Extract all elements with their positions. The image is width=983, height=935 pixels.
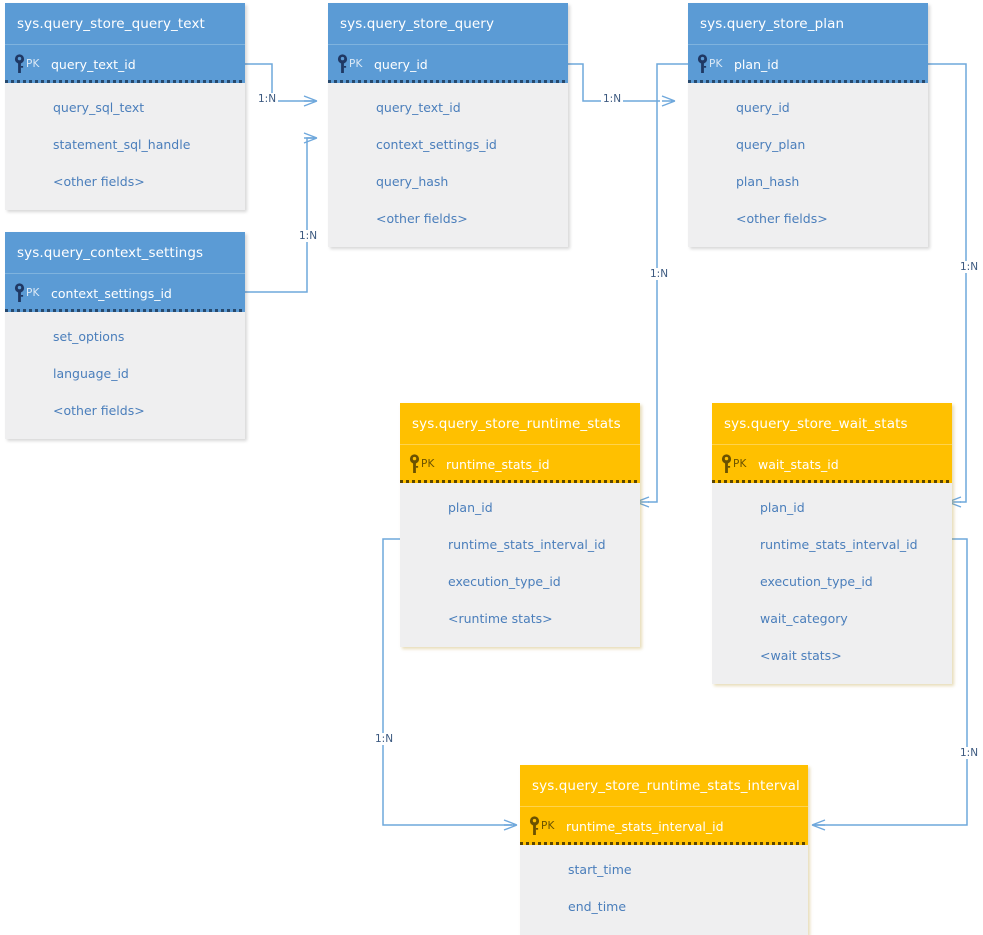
entity-fields: start_time end_time <box>520 845 808 935</box>
cardinality-label-context-settings-query: 1:N <box>297 230 320 242</box>
entity-query-context-settings[interactable]: sys.query_context_settings PK context_se… <box>5 232 245 439</box>
key-icon-wrap: PK <box>520 816 566 836</box>
cardinality-label-query-text-query: 1:N <box>256 93 279 105</box>
key-icon <box>14 54 25 74</box>
pk-label: PK <box>541 820 555 832</box>
cardinality-label-plan-wait-stats: 1:N <box>958 261 981 273</box>
entity-fields: plan_id runtime_stats_interval_id execut… <box>400 483 640 647</box>
key-icon-wrap: PK <box>5 283 51 303</box>
entity-title: sys.query_store_query <box>328 3 568 45</box>
pk-field-name: runtime_stats_interval_id <box>566 818 724 834</box>
connector-context-settings-to-query <box>245 132 318 293</box>
cardinality-label-interval-wait-stats: 1:N <box>958 747 981 759</box>
cardinality-label-plan-runtime-stats: 1:N <box>648 268 671 280</box>
pk-field-name: runtime_stats_id <box>446 456 550 472</box>
entity-query-store-wait-stats[interactable]: sys.query_store_wait_stats PK wait_stats… <box>712 403 952 684</box>
entity-title: sys.query_store_runtime_stats_interval <box>520 765 808 807</box>
entity-fields: set_options language_id <other fields> <box>5 312 245 439</box>
key-icon-wrap: PK <box>712 454 758 474</box>
pk-label: PK <box>26 287 40 299</box>
field-row: set_options <box>53 329 125 344</box>
cardinality-label-interval-runtime-stats: 1:N <box>373 733 396 745</box>
field-row: query_id <box>736 100 790 115</box>
entity-fields: query_sql_text statement_sql_handle <oth… <box>5 83 245 210</box>
field-row: end_time <box>568 899 627 914</box>
field-row: query_text_id <box>376 100 461 115</box>
connector-plan-to-runtime-stats <box>635 63 688 508</box>
pk-label: PK <box>26 58 40 70</box>
pk-separator <box>400 480 640 483</box>
entity-title: sys.query_store_runtime_stats <box>400 403 640 445</box>
key-icon-wrap: PK <box>400 454 446 474</box>
field-row: execution_type_id <box>760 574 873 589</box>
field-row: runtime_stats_interval_id <box>448 537 606 552</box>
pk-separator <box>712 480 952 483</box>
field-row: query_sql_text <box>53 100 145 115</box>
pk-label: PK <box>733 458 747 470</box>
field-row: <other fields> <box>736 211 828 226</box>
entity-primary-key-row[interactable]: PK plan_id <box>688 45 928 83</box>
pk-separator <box>688 80 928 83</box>
entity-query-store-query-text[interactable]: sys.query_store_query_text PK query_text… <box>5 3 245 210</box>
entity-primary-key-row[interactable]: PK query_id <box>328 45 568 83</box>
field-row: plan_hash <box>736 174 800 189</box>
field-row: plan_id <box>448 500 493 515</box>
entity-primary-key-row[interactable]: PK query_text_id <box>5 45 245 83</box>
pk-label: PK <box>421 458 435 470</box>
pk-separator <box>328 80 568 83</box>
field-row: context_settings_id <box>376 137 497 152</box>
field-row: wait_category <box>760 611 848 626</box>
pk-label: PK <box>349 58 363 70</box>
entity-fields: query_text_id context_settings_id query_… <box>328 83 568 247</box>
entity-primary-key-row[interactable]: PK context_settings_id <box>5 274 245 312</box>
entity-query-store-runtime-stats-interval[interactable]: sys.query_store_runtime_stats_interval P… <box>520 765 808 935</box>
field-row: query_plan <box>736 137 806 152</box>
entity-fields: query_id query_plan plan_hash <other fie… <box>688 83 928 247</box>
field-row: execution_type_id <box>448 574 561 589</box>
entity-title: sys.query_store_plan <box>688 3 928 45</box>
field-row: query_hash <box>376 174 449 189</box>
entity-query-store-query[interactable]: sys.query_store_query PK query_id query_… <box>328 3 568 247</box>
key-icon <box>14 283 25 303</box>
pk-separator <box>5 80 245 83</box>
cardinality-label-query-plan: 1:N <box>601 93 624 105</box>
entity-title: sys.query_store_wait_stats <box>712 403 952 445</box>
pk-field-name: query_id <box>374 56 428 72</box>
field-row: start_time <box>568 862 632 877</box>
entity-title: sys.query_context_settings <box>5 232 245 274</box>
key-icon <box>409 454 420 474</box>
entity-primary-key-row[interactable]: PK runtime_stats_id <box>400 445 640 483</box>
field-row: <other fields> <box>376 211 468 226</box>
pk-label: PK <box>709 58 723 70</box>
key-icon-wrap: PK <box>328 54 374 74</box>
field-row: <other fields> <box>53 174 145 189</box>
entity-primary-key-row[interactable]: PK wait_stats_id <box>712 445 952 483</box>
key-icon <box>337 54 348 74</box>
field-row: statement_sql_handle <box>53 137 191 152</box>
key-icon <box>529 816 540 836</box>
key-icon <box>697 54 708 74</box>
entity-primary-key-row[interactable]: PK runtime_stats_interval_id <box>520 807 808 845</box>
entity-query-store-plan[interactable]: sys.query_store_plan PK plan_id query_id… <box>688 3 928 247</box>
field-row: language_id <box>53 366 129 381</box>
pk-separator <box>5 309 245 312</box>
field-row: <runtime stats> <box>448 611 553 626</box>
field-row: <wait stats> <box>760 648 842 663</box>
key-icon-wrap: PK <box>5 54 51 74</box>
pk-field-name: plan_id <box>734 56 779 72</box>
key-icon <box>721 454 732 474</box>
key-icon-wrap: PK <box>688 54 734 74</box>
pk-separator <box>520 842 808 845</box>
entity-fields: plan_id runtime_stats_interval_id execut… <box>712 483 952 684</box>
pk-field-name: context_settings_id <box>51 285 172 301</box>
pk-field-name: wait_stats_id <box>758 456 839 472</box>
field-row: <other fields> <box>53 403 145 418</box>
field-row: plan_id <box>760 500 805 515</box>
pk-field-name: query_text_id <box>51 56 136 72</box>
field-row: runtime_stats_interval_id <box>760 537 918 552</box>
entity-title: sys.query_store_query_text <box>5 3 245 45</box>
entity-query-store-runtime-stats[interactable]: sys.query_store_runtime_stats PK runtime… <box>400 403 640 647</box>
